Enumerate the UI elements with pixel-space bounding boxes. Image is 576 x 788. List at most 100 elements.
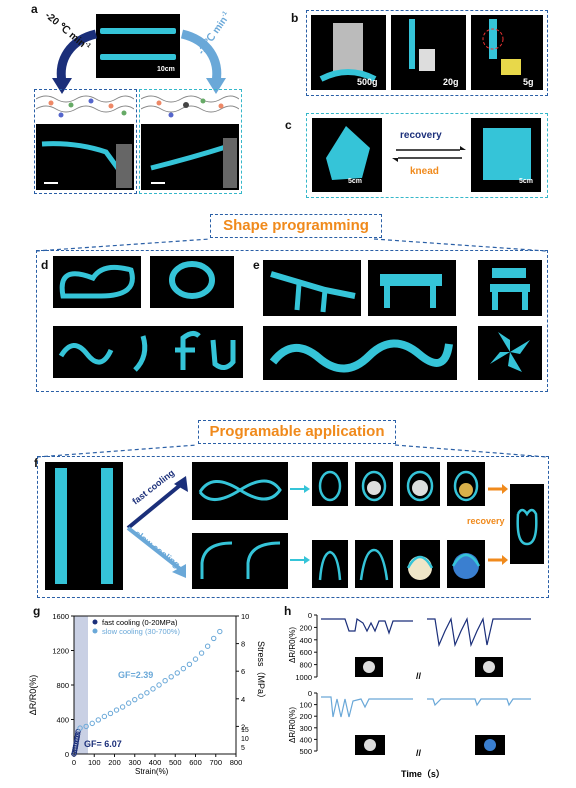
chart-g-ylabel-right: Stress（MPa） <box>256 641 266 703</box>
frame-shape-programming <box>36 250 548 392</box>
photo-5g: 5g <box>471 15 543 90</box>
g-data-point <box>95 717 102 723</box>
weight-20g-label: 20g <box>443 77 459 87</box>
photo-recovered: 5cm <box>471 118 541 192</box>
g-data-point <box>74 731 81 737</box>
g-data-point <box>162 677 168 684</box>
chart-h2-trace-a <box>321 696 413 718</box>
g-data-point <box>174 670 180 676</box>
photo-strips <box>96 14 180 78</box>
g-rtick-small-label: 5 <box>241 745 245 752</box>
panel-label-d: d <box>41 258 49 272</box>
weight-500g-label: 500g <box>357 77 378 87</box>
g-data-point <box>204 643 211 649</box>
h-ytick-label: 200 <box>299 623 312 632</box>
chart-h1-trace-a <box>321 617 413 635</box>
inset-h1-a-ball <box>363 661 375 673</box>
g-xtick-label: 300 <box>128 758 141 767</box>
panel-label-a: a <box>31 2 38 16</box>
shape-bracket <box>36 238 546 252</box>
g-rtick-label: 10 <box>241 612 249 621</box>
g-data-point <box>107 710 114 717</box>
legend-slow-marker <box>92 628 98 634</box>
panel-label-f: f <box>34 456 38 470</box>
h-ytick-label: 400 <box>299 735 312 744</box>
photo-fast-bent <box>36 124 134 190</box>
shape-programming-title: Shape programming <box>210 214 382 238</box>
photo-d-loop <box>150 256 234 308</box>
application-bracket <box>37 444 547 458</box>
g-data-point <box>144 690 150 696</box>
g-data-point <box>89 720 95 727</box>
g-xtick-label: 500 <box>169 758 182 767</box>
reversible-arrows <box>392 146 466 162</box>
photo-f-grip-3 <box>400 462 440 506</box>
programmable-application-title: Programable application <box>198 420 396 444</box>
scale-left-label: 5cm <box>348 178 363 185</box>
chart-h1-trace-b <box>427 617 531 648</box>
axis-break-h2: // <box>416 748 422 758</box>
g-rtick-label: 8 <box>241 640 245 649</box>
g-xtick-label: 200 <box>108 758 121 767</box>
arrow-to-recovery-bottom <box>488 555 508 565</box>
g-rtick-label: 6 <box>241 667 245 676</box>
molecular-diagram-slow <box>141 95 239 118</box>
chart-h2-ylabel: ΔR/R0(%) <box>288 707 297 743</box>
photo-f-grip-4 <box>447 462 485 506</box>
g-ytick-label: 1600 <box>52 612 69 621</box>
axis-break-h1: // <box>416 671 422 681</box>
frame-c <box>306 113 548 198</box>
photo-f-strips <box>45 462 123 590</box>
photo-d-heart <box>53 256 141 308</box>
h-ytick-label: 0 <box>308 689 312 698</box>
frame-b <box>306 10 548 96</box>
g-data-point <box>192 656 199 662</box>
h-ytick-label: 1000 <box>295 673 312 682</box>
panel-label-g: g <box>33 604 41 618</box>
recovery-label: recovery <box>400 130 442 141</box>
g-data-point <box>83 723 89 730</box>
g-data-point <box>101 713 108 720</box>
photo-f-hook-4 <box>447 540 485 588</box>
g-xtick-label: 0 <box>72 758 76 767</box>
panel-label-h: h <box>284 604 292 618</box>
photo-f-hook-3 <box>400 540 440 588</box>
cooling-arrows <box>52 29 226 94</box>
panel-label-e: e <box>253 258 260 272</box>
photo-f-slow-shape <box>192 533 288 589</box>
arrow-to-recovery-top <box>488 484 508 494</box>
knead-label: knead <box>410 166 439 177</box>
chart-h2-trace-b <box>427 698 531 707</box>
g-ytick-label: 1200 <box>52 647 69 656</box>
g-xtick-label: 700 <box>209 758 222 767</box>
photo-e-snake <box>263 326 457 380</box>
g-ytick-label: 0 <box>65 750 69 759</box>
g-xtick-label: 400 <box>149 758 162 767</box>
fast-region-shade <box>74 616 88 754</box>
inset-h1-b-ball <box>483 661 495 673</box>
arrow-fast-next <box>290 485 310 493</box>
chart-g-xlabel: Strain(%) <box>135 767 169 776</box>
photo-e-table <box>368 260 456 316</box>
annotation-gf-slow: GF=2.39 <box>118 670 153 680</box>
molecular-diagram-fast <box>36 95 134 118</box>
g-rtick-small-label: 10 <box>241 736 249 743</box>
g-data-point <box>211 635 217 642</box>
g-data-point <box>156 682 162 688</box>
photo-slow-bent <box>141 124 239 190</box>
chart-g-ylabel: ΔR/R0(%) <box>28 675 38 716</box>
panel-label-b: b <box>291 11 299 25</box>
photo-f-grip-1 <box>312 462 348 506</box>
photo-500g: 500g <box>311 15 386 90</box>
g-data-point <box>74 734 80 740</box>
inset-h2-b-ball <box>484 739 496 751</box>
legend-slow-label: slow cooling (30-700%) <box>102 627 180 636</box>
g-xtick-label: 100 <box>88 758 101 767</box>
cooling-branch-arrows <box>126 476 188 578</box>
recovery-f-label: recovery <box>467 516 505 526</box>
arrow-slow-next <box>290 556 310 564</box>
photo-f-fast-shape <box>192 462 288 520</box>
g-data-point <box>217 628 223 635</box>
frame-f <box>37 456 549 598</box>
